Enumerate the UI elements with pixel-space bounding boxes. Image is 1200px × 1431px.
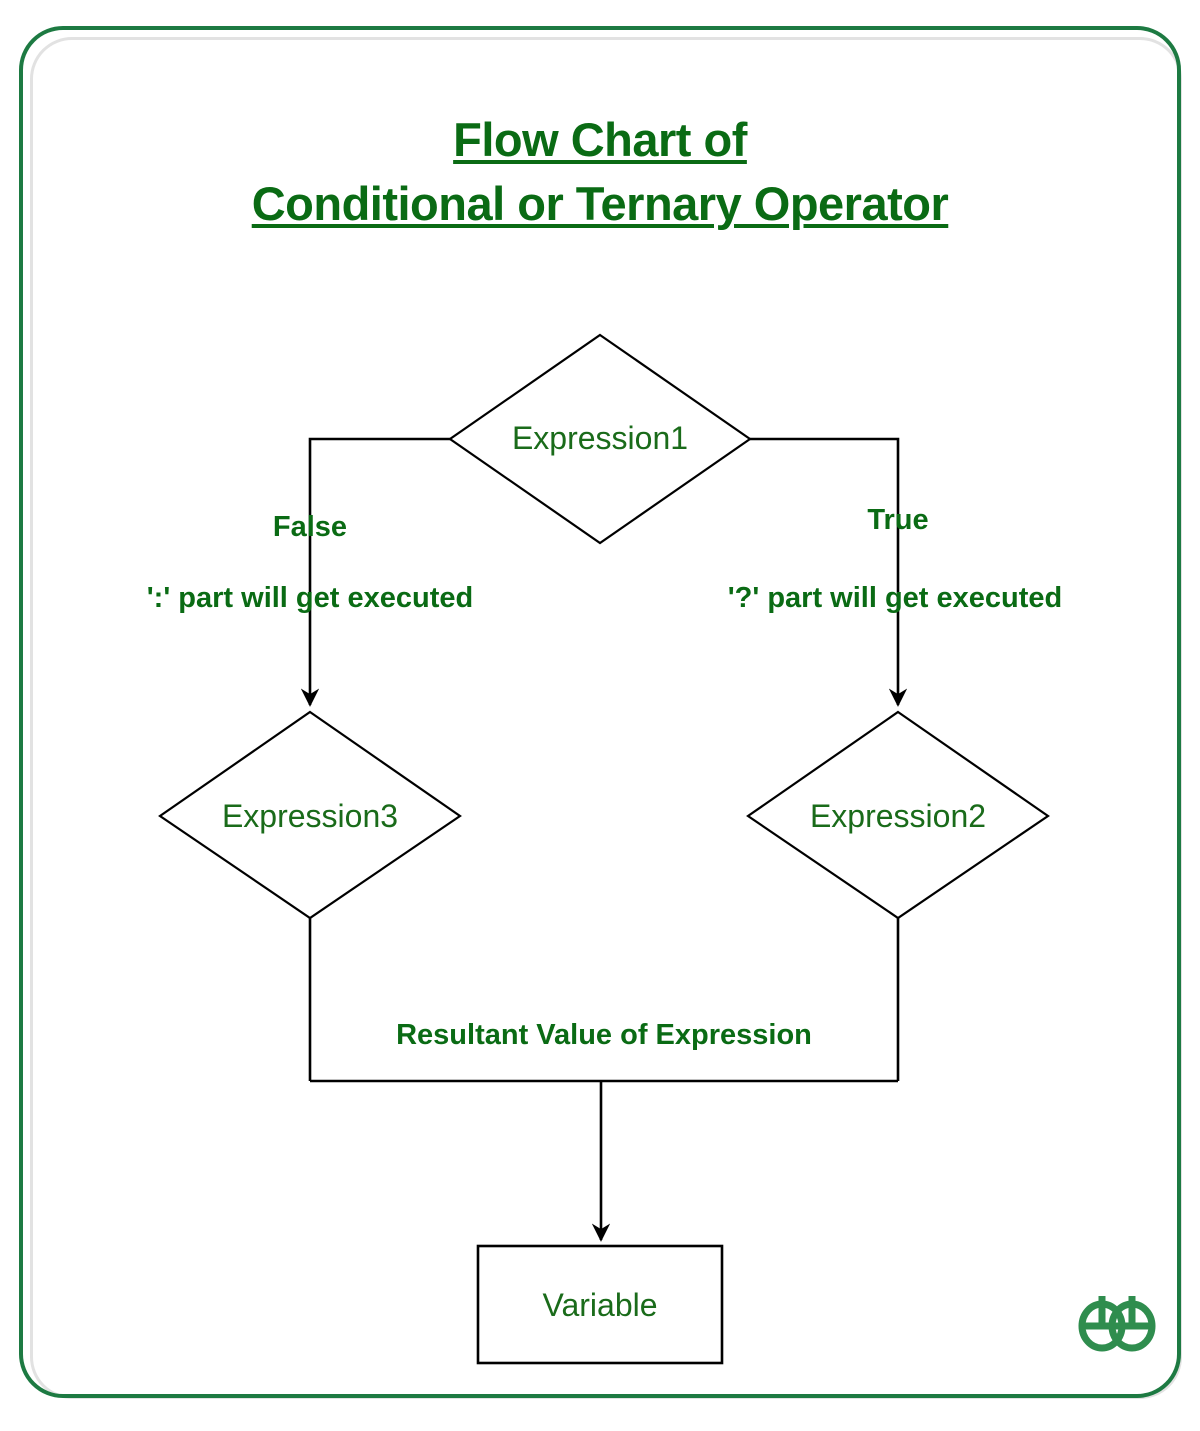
edge-false-path — [300, 437, 450, 707]
frame-green-border — [19, 26, 1181, 1398]
edge-label-true: True — [867, 504, 929, 536]
edge-label-false-note: ':' part will get executed — [146, 582, 474, 614]
page-title-line-2: Conditional or Ternary Operator — [251, 177, 949, 230]
edge-label-false: False — [272, 511, 348, 543]
edge-label-merge-note: Resultant Value of Expression — [396, 1019, 812, 1051]
decision-expression3-shape — [158, 710, 462, 920]
decision-expression1-shape — [448, 333, 752, 545]
edge-true-path — [750, 437, 908, 707]
page-title-line-1: Flow Chart of — [453, 113, 747, 166]
decision-expression2-shape — [746, 710, 1050, 920]
page-title: Flow Chart of Conditional or Ternary Ope… — [0, 108, 1200, 236]
frame-inner-shadow — [30, 37, 1182, 1399]
edge-label-true-note: '?' part will get executed — [727, 582, 1063, 614]
geeksforgeeks-logo — [1078, 1296, 1156, 1352]
terminal-variable-shape — [476, 1244, 724, 1365]
